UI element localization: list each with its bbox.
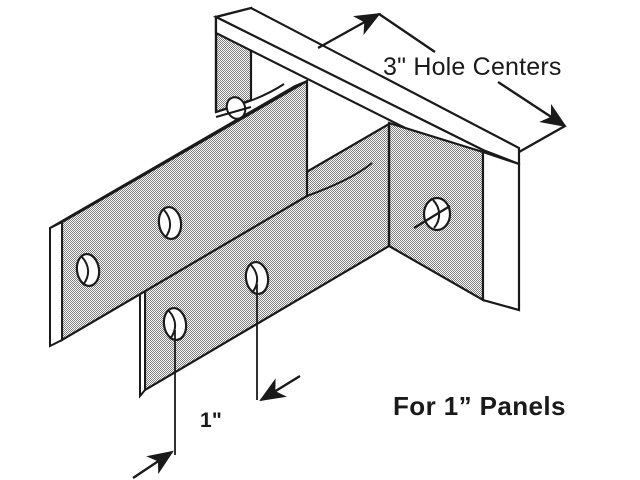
hole-left-plate-upper [157,205,183,241]
hole-rear-plate [215,96,252,120]
hole-front-plate-upper [244,260,270,296]
dimension-label-hole-centers: 3" Hole Centers [383,53,562,81]
dimension-label-one-inch: 1" [200,409,223,432]
top-horizontal-plate [212,6,521,169]
dimension-one-inch [132,374,301,479]
hole-right-end-plate [413,196,452,232]
hole-front-plate-lower [162,306,188,342]
hole-left-plate-lower [75,252,101,288]
dimension-hole-centers [317,12,567,154]
caption-for-panels: For 1” Panels [393,391,566,421]
